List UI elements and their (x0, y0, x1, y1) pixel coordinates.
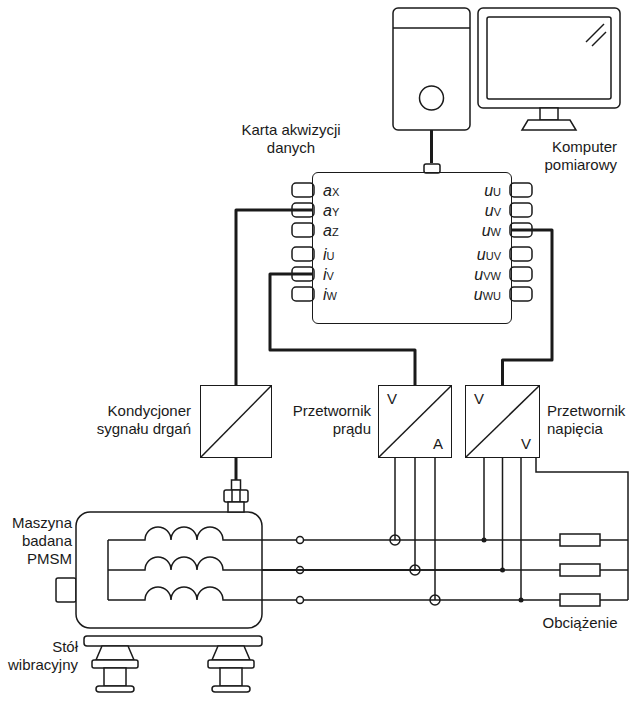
converter-diagonal-line (201, 386, 271, 457)
vibration-table: Stół wibracyjny (84, 636, 262, 692)
table-plate (84, 636, 262, 646)
converter-diagonal-line (379, 386, 451, 457)
current-tap (394, 458, 396, 540)
signal-cable (270, 274, 415, 385)
table-leg (104, 668, 126, 686)
table-pad (212, 686, 250, 692)
pmsm-machine: Maszyna badana PMSM (76, 512, 262, 628)
table-foot (92, 660, 138, 668)
node-label: Karta akwizycji danych (229, 121, 353, 157)
screen-glare (586, 24, 604, 42)
unit-symbol: V (387, 390, 397, 408)
neutral-wire (536, 458, 628, 600)
junction-dot (519, 598, 524, 603)
current-sensor (430, 595, 440, 605)
sensor-nut-edge (231, 490, 233, 502)
current-sensor (390, 535, 400, 545)
sensor-nut (224, 490, 248, 502)
unit-symbol: V (474, 390, 484, 408)
converter-diagonal (201, 386, 271, 457)
phase-winding (108, 557, 560, 570)
power-wire (262, 458, 415, 570)
node-label: Maszyna badana PMSM (6, 514, 72, 568)
signal-cable (236, 210, 312, 385)
sensor-base (228, 502, 244, 512)
monitor-screen (487, 17, 611, 99)
input-pin (292, 287, 314, 301)
signal-conditioner: Kondycjoner sygnału drgań (200, 385, 272, 458)
monitor-neck (540, 108, 558, 120)
terminal (297, 537, 304, 544)
unit-symbol: V (521, 435, 531, 453)
screen-glare (592, 32, 606, 46)
monitor-frame (478, 8, 620, 108)
table-pad (96, 686, 134, 692)
pin-name: uW (482, 222, 501, 241)
load-wire (600, 539, 628, 541)
node-label: Przetwornik prądu (281, 402, 371, 438)
input-pin (510, 203, 532, 217)
pin-name: iW (323, 286, 337, 305)
node-label: Komputer pomiarowy (517, 138, 617, 174)
power-button (420, 86, 444, 110)
node-label: Przetwornik napięcia (547, 402, 635, 438)
table-leg (220, 668, 242, 686)
computer-node: Komputer pomiarowy (393, 8, 621, 130)
input-pin (510, 287, 532, 301)
converter-diagonal-line (466, 386, 539, 457)
computer-tower (393, 8, 470, 130)
input-pin (510, 183, 532, 197)
voltage-tap (483, 458, 485, 540)
tower-bay (393, 27, 470, 29)
sensor-stem (232, 480, 241, 490)
resistor-symbol (560, 564, 600, 576)
pin-name: iU (323, 246, 335, 265)
table-support (212, 646, 250, 660)
daq-card: Karta akwizycji danychaXaYaZiUiViWuUuVuW… (312, 172, 512, 324)
sensor-nut-edge (239, 490, 241, 502)
pin-name: aY (323, 202, 339, 221)
pin-name: iV (323, 266, 334, 285)
monitor-base (522, 120, 576, 130)
voltage-transducer: Przetwornik napięciaVV (465, 385, 540, 458)
terminal (297, 597, 304, 604)
power-wire (262, 458, 503, 570)
input-pin (292, 247, 314, 261)
unit-symbol: A (433, 435, 443, 453)
node-label: Kondycjoner sygnału drgań (71, 402, 191, 438)
load-wire (600, 599, 628, 601)
input-pin (292, 223, 314, 237)
load-label: Obciążenie (540, 614, 620, 632)
pin-name: uU (484, 182, 501, 201)
current-tap (434, 458, 436, 600)
motor-shaft (56, 578, 76, 602)
signal-cable (235, 458, 238, 480)
pin-name: uVW (474, 266, 501, 285)
pin-name: uUV (477, 246, 501, 265)
table-foot (208, 660, 254, 668)
current-transducer: Przetwornik prąduVA (378, 385, 452, 458)
input-pin (510, 267, 532, 281)
resistor-symbol (560, 594, 600, 606)
pin-name: uWU (474, 286, 501, 305)
pin-name: aZ (323, 222, 339, 241)
signal-cable (503, 230, 553, 385)
voltage-tap (520, 458, 522, 600)
table-support (96, 646, 134, 660)
node-label: Stół wibracyjny (6, 638, 78, 674)
input-pin (292, 183, 314, 197)
junction-dot (482, 538, 487, 543)
input-pin (510, 247, 532, 261)
phase-winding (108, 527, 560, 540)
pin-name: aX (323, 182, 339, 201)
load-wire (600, 569, 628, 571)
pin-name: uV (485, 202, 501, 221)
resistor-symbol (560, 534, 600, 546)
phase-winding (108, 587, 560, 600)
signal-cable (430, 130, 433, 163)
